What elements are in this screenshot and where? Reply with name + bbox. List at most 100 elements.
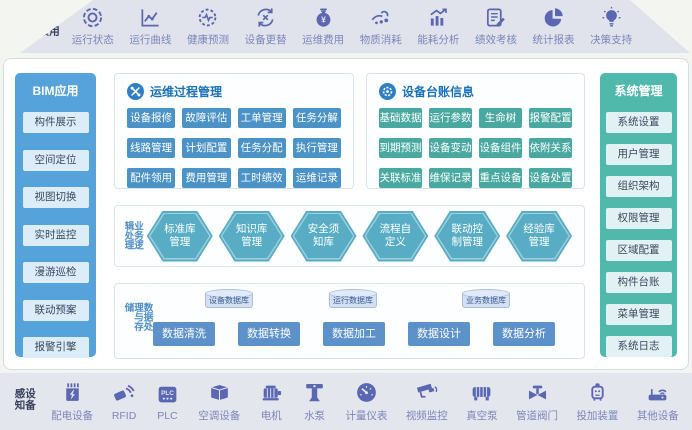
device-bar-label: 设备感知: [13, 387, 37, 411]
scenario-status-circle[interactable]: 运行状态: [72, 6, 114, 47]
ledger-button[interactable]: 设备组件: [479, 138, 522, 158]
device-router[interactable]: 其他设备: [637, 380, 679, 423]
ledger-button[interactable]: 维保记录: [429, 168, 472, 188]
ledger-button[interactable]: 报警配置: [529, 108, 572, 128]
line-chart-icon: [139, 6, 162, 29]
icon-label: 物质消耗: [359, 34, 402, 46]
scenario-health-gear[interactable]: 健康预测: [187, 6, 229, 47]
scenario-replace-cycle[interactable]: 设备更替: [245, 6, 287, 47]
bim-panel-title: BIM应用: [32, 84, 79, 98]
bim-item[interactable]: 漫游巡检: [22, 262, 89, 283]
icon-label: 健康预测: [186, 34, 229, 46]
bim-item[interactable]: 实时监控: [22, 224, 89, 246]
ledger-button[interactable]: 到期预测: [379, 138, 422, 158]
data-process-button[interactable]: 数据分析: [493, 322, 555, 346]
logic-hexagon[interactable]: 流程自定义: [362, 210, 429, 262]
icon-label: 空调设备: [198, 410, 241, 422]
system-management-panel: 系统管理 系统设置用户管理组织架构权限管理区域配置构件台账菜单管理系统日志: [600, 73, 677, 357]
process-button[interactable]: 故障评估: [182, 108, 231, 128]
device-motor[interactable]: 电机: [259, 380, 284, 423]
device-water-pump[interactable]: 水泵: [302, 380, 327, 423]
data-process-button[interactable]: 数据转换: [238, 322, 300, 346]
device-rfid[interactable]: RFID: [112, 382, 137, 422]
logic-hexagon[interactable]: 安全须知库: [290, 210, 357, 262]
om-process-button-grid: 设备报修故障评估工单管理任务分解线路管理计划配置任务分配执行管理配件领用费用管理…: [115, 101, 353, 188]
process-button[interactable]: 工时绩效: [237, 168, 286, 188]
icon-label: RFID: [111, 409, 137, 422]
scenario-money-bag[interactable]: ¥运维费用: [302, 6, 344, 47]
svg-text:PLC: PLC: [161, 390, 174, 397]
system-item[interactable]: 构件台账: [605, 272, 672, 293]
icon-label: 水泵: [304, 410, 326, 422]
bim-application-panel: BIM应用 构件展示空间定位视图切换实时监控漫游巡检联动预案报警引擎: [15, 73, 96, 358]
logic-hexagon[interactable]: 联动控制管理: [434, 210, 501, 262]
ledger-button[interactable]: 生命树: [479, 108, 522, 128]
process-button[interactable]: 任务分配: [237, 138, 286, 158]
bim-item[interactable]: 空间定位: [22, 149, 89, 171]
process-button[interactable]: 设备报修: [127, 108, 176, 128]
material-consume-icon: [369, 6, 392, 29]
device-gauge[interactable]: 计量仪表: [345, 380, 387, 423]
ledger-button[interactable]: 运行参数: [429, 108, 472, 128]
icon-label: 投加装置: [576, 410, 619, 422]
process-button[interactable]: 运维记录: [292, 168, 341, 188]
icon-label: 电机: [260, 410, 282, 422]
process-button[interactable]: 配件领用: [127, 168, 176, 188]
scenario-bulb[interactable]: 决策支持: [590, 6, 632, 47]
plc-icon: PLC: [155, 382, 180, 407]
bim-item[interactable]: 视图切换: [22, 187, 89, 208]
scenario-line-chart[interactable]: 运行曲线: [129, 6, 171, 47]
process-button[interactable]: 线路管理: [127, 138, 176, 158]
scenarios-bar-label: 应用场景: [37, 13, 61, 37]
device-cctv[interactable]: 视频监控: [406, 380, 448, 423]
device-dosing-device[interactable]: 投加装置: [576, 380, 618, 423]
system-item[interactable]: 组织架构: [605, 176, 672, 197]
system-item[interactable]: 系统日志: [605, 336, 672, 357]
device-power-distribution[interactable]: 配电设备: [51, 380, 93, 423]
process-button[interactable]: 计划配置: [182, 138, 231, 158]
ledger-button[interactable]: 基础数据: [379, 108, 422, 128]
process-button[interactable]: 执行管理: [292, 138, 341, 158]
logic-hexagon[interactable]: 标准库管理: [146, 210, 213, 262]
icon-label: 真空泵: [466, 410, 498, 422]
scenario-report-pen[interactable]: 绩效考核: [475, 6, 517, 47]
process-button[interactable]: 费用管理: [182, 168, 231, 188]
scenario-energy-chart[interactable]: 能耗分析: [417, 6, 459, 47]
ledger-button[interactable]: 重点设备: [479, 168, 522, 188]
process-button[interactable]: 任务分解: [292, 108, 341, 128]
dosing-device-icon: [585, 380, 610, 405]
data-process-button[interactable]: 数据清洗: [153, 322, 215, 346]
scenario-pie-chart[interactable]: 统计报表: [533, 6, 575, 47]
database-cylinder: 业务数据库: [462, 289, 510, 308]
logic-hexagon[interactable]: 经验库管理: [506, 210, 573, 262]
ledger-button[interactable]: 关联标准: [379, 168, 422, 188]
bim-item[interactable]: 构件展示: [22, 112, 89, 133]
scenario-material-consume[interactable]: 物质消耗: [360, 6, 402, 47]
ac-unit-icon: [207, 380, 232, 405]
device-vacuum-pump[interactable]: 真空泵: [466, 380, 498, 423]
icon-label: 设备更替: [244, 34, 287, 46]
device-ac-unit[interactable]: 空调设备: [198, 380, 240, 423]
ledger-button[interactable]: 设备变动: [429, 138, 472, 158]
money-bag-icon: ¥: [312, 6, 335, 29]
ledger-button[interactable]: 依附关系: [529, 138, 572, 158]
system-item[interactable]: 区域配置: [605, 240, 672, 261]
business-logic-panel: 业务逻辑处理 标准库管理知识库管理安全须知库流程自定义联动控制管理经验库管理: [114, 205, 585, 267]
bim-item[interactable]: 报警引擎: [22, 337, 89, 358]
application-scenarios-bar: 应用场景 运行状态运行曲线健康预测 设备更替 ¥运维费用物质消耗 能耗分析绩效考核统计…: [20, 0, 690, 53]
ledger-button[interactable]: 设备处置: [529, 168, 572, 188]
bim-item[interactable]: 联动预案: [22, 299, 89, 321]
system-item[interactable]: 用户管理: [605, 144, 672, 165]
system-item[interactable]: 系统设置: [605, 112, 672, 133]
process-button[interactable]: 工单管理: [237, 108, 286, 128]
icon-label: 管道阀门: [516, 410, 559, 422]
data-process-button[interactable]: 数据加工: [323, 322, 385, 346]
logic-hexagon[interactable]: 知识库管理: [218, 210, 285, 262]
device-pipe-valve[interactable]: 管道阀门: [516, 380, 558, 423]
system-item[interactable]: 权限管理: [605, 208, 672, 229]
water-pump-icon: [302, 380, 327, 405]
data-process-button[interactable]: 数据设计: [408, 322, 470, 346]
system-item[interactable]: 菜单管理: [605, 304, 672, 325]
